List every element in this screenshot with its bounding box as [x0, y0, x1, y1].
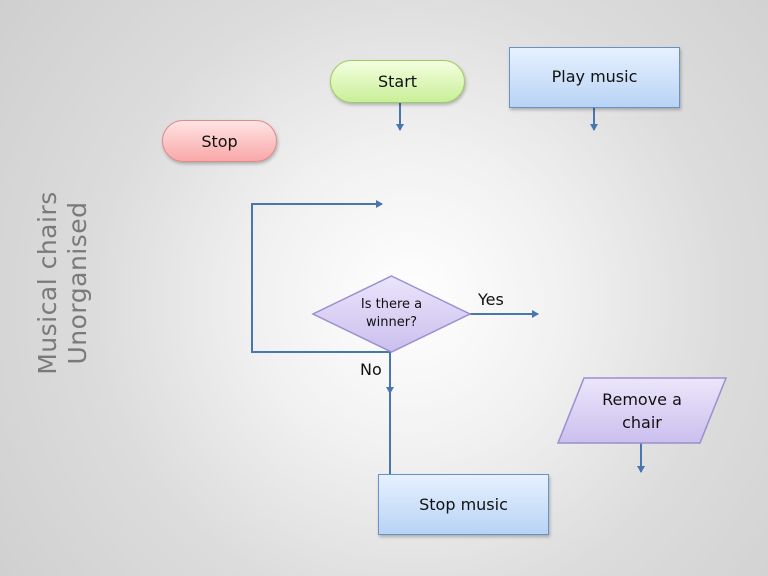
- decision-label: Is there a winner?: [313, 276, 470, 352]
- loop-connector: [251, 200, 390, 353]
- play-music-process: Play music: [509, 47, 680, 108]
- stop-music-process: Stop music: [378, 474, 549, 535]
- side-title-line2: Unorganised: [63, 201, 92, 365]
- yes-edge-label: Yes: [478, 290, 504, 309]
- diagram-side-title: Musical chairs Unorganised: [33, 191, 93, 375]
- decision-label-line1: Is there a: [360, 297, 423, 312]
- decision-diamond-shape: [311, 275, 472, 353]
- side-title-line1: Musical chairs: [33, 191, 62, 375]
- start-terminator: Start: [330, 60, 465, 103]
- remove-chair-line2: chair: [622, 412, 662, 432]
- remove-chair-line1: Remove a: [602, 389, 682, 409]
- no-edge-label: No: [360, 360, 382, 379]
- decision-label-line2: winner?: [366, 315, 417, 330]
- parallelogram-shape: [556, 377, 728, 444]
- remove-chair-io: Remove a chair: [556, 377, 728, 444]
- remove-chair-label: Remove a chair: [558, 378, 726, 443]
- stop-terminator: Stop: [162, 120, 277, 162]
- winner-decision: Is there a winner?: [311, 275, 472, 353]
